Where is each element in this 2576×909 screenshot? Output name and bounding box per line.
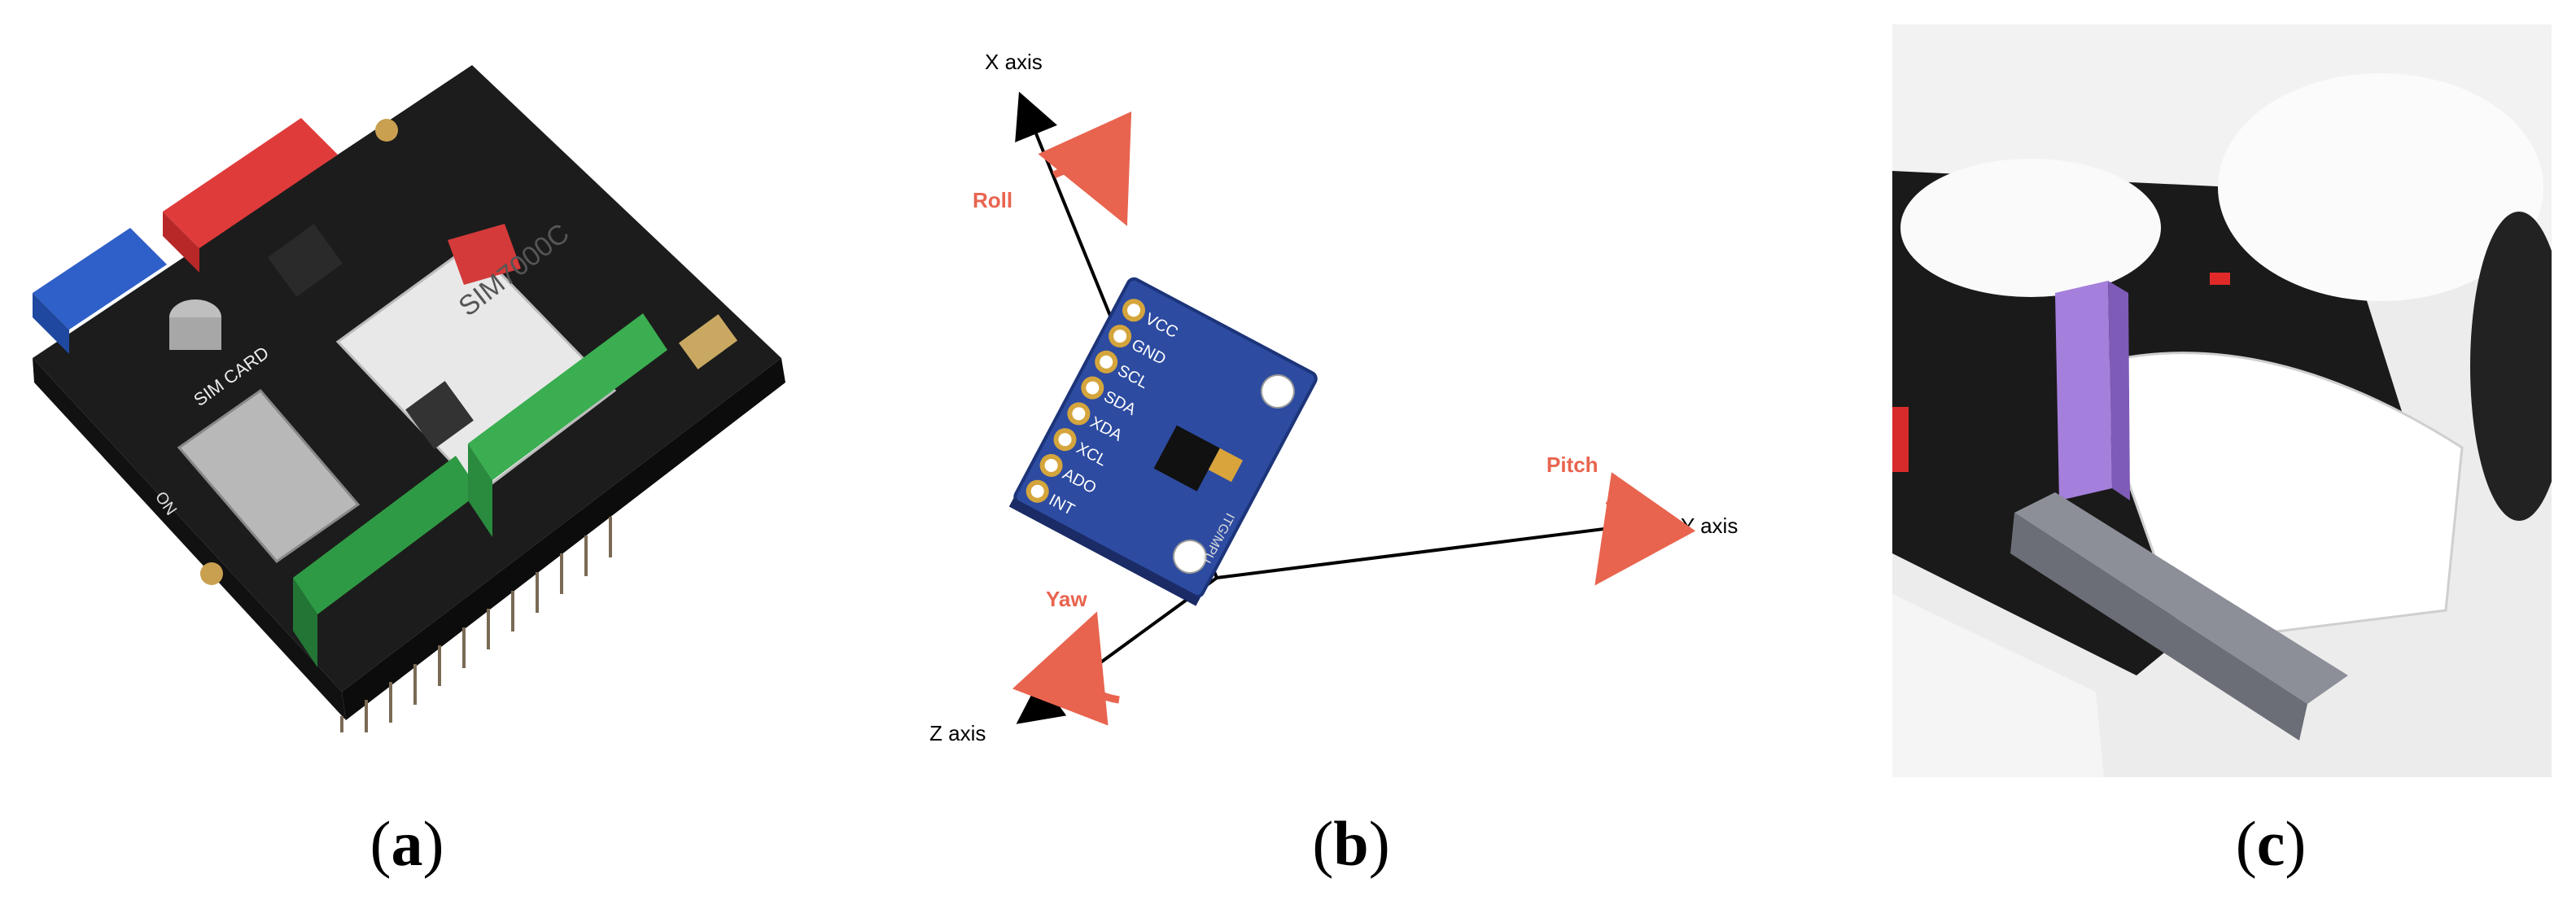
pin-pad — [1095, 350, 1118, 374]
yaw-label: Yaw — [1046, 587, 1087, 611]
z-axis-label: Z axis — [929, 721, 986, 745]
pitch-label: Pitch — [1546, 452, 1599, 477]
pin-pad — [1081, 376, 1104, 400]
caption-a: (a) — [370, 808, 444, 879]
caption-b-letter: b — [1333, 808, 1369, 879]
y-axis-label: Y axis — [1681, 513, 1738, 538]
roll-arrow — [1038, 111, 1132, 226]
y-axis-line — [1216, 503, 1675, 579]
pin-pad — [1109, 325, 1132, 348]
yaw-arrow — [1012, 611, 1120, 726]
caption-c-letter: c — [2256, 808, 2285, 879]
pin-pad — [1067, 402, 1091, 426]
caption-a-letter: a — [391, 808, 423, 879]
gsm-shield-image: SIM7000C SIM CARD ON — [33, 65, 785, 732]
imu-axis-diagram: X axis Y axis Z axis Roll Pitch Yaw VCCG… — [929, 50, 1738, 745]
pin-pad — [1039, 453, 1063, 477]
pin-pad — [1122, 299, 1145, 322]
x-axis-label: X axis — [985, 50, 1043, 74]
robot-sensor-photo — [1892, 24, 2552, 777]
pin-pad — [1053, 428, 1077, 452]
pitch-arrow — [1594, 472, 1696, 586]
pin-pad — [1026, 479, 1049, 503]
roll-label: Roll — [973, 188, 1012, 212]
caption-c: (c) — [2235, 808, 2307, 879]
caption-b: (b) — [1312, 808, 1390, 879]
